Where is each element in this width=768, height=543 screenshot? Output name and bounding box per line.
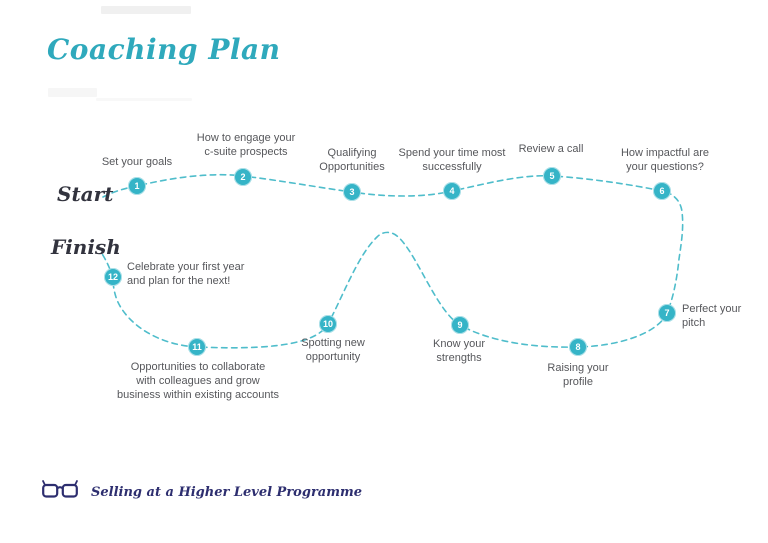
step-node-11: 11 [188,338,206,356]
glasses-icon [41,478,79,507]
step-node-1: 1 [128,177,146,195]
step-label-3: Qualifying Opportunities [319,147,385,174]
finish-label: Finish [51,235,121,259]
step-node-4: 4 [443,182,461,200]
footer-branding: Selling at a Higher Level Programme [41,478,362,507]
step-node-8: 8 [569,338,587,356]
step-label-11: Opportunities to collaborate with collea… [116,361,280,402]
step-label-9: Know your strengths [433,338,485,365]
ghost-artifact [96,98,192,101]
programme-title: Selling at a Higher Level Programme [91,485,362,500]
step-node-10: 10 [319,315,337,333]
step-label-5: Review a call [518,143,584,155]
step-node-9: 9 [451,316,469,334]
step-node-6: 6 [653,182,671,200]
ghost-artifact [101,6,191,14]
step-label-8: Raising your profile [547,362,609,389]
step-label-10: Spotting new opportunity [301,337,365,364]
step-node-3: 3 [343,183,361,201]
step-label-1: Set your goals [101,156,173,168]
step-label-6: How impactful are your questions? [620,147,710,174]
step-label-2: How to engage your c-suite prospects [196,132,296,159]
ghost-artifact [48,88,97,97]
step-label-12: Celebrate your first year and plan for t… [127,261,245,288]
step-node-5: 5 [543,167,561,185]
step-label-7: Perfect your pitch [682,303,742,330]
step-node-7: 7 [658,304,676,322]
start-label: Start [57,182,114,206]
step-node-2: 2 [234,168,252,186]
page-title: Coaching Plan [47,33,281,66]
step-label-4: Spend your time most successfully [398,147,506,174]
step-node-12: 12 [104,268,122,286]
